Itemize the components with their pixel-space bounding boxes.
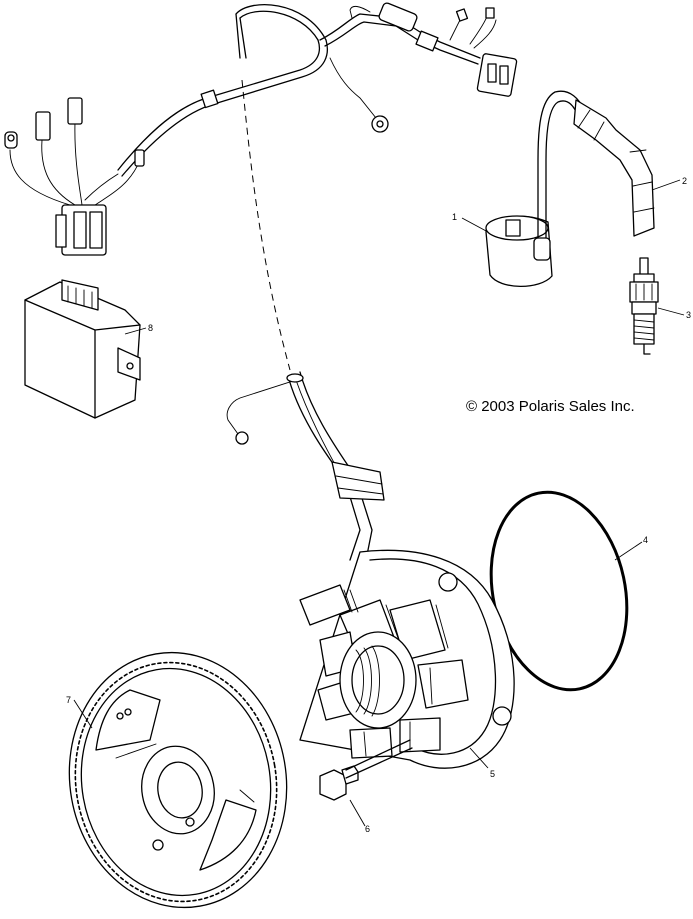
callout-5: 5 — [490, 769, 495, 779]
spark-plug — [629, 257, 659, 355]
stator-screw — [319, 739, 413, 801]
flywheel — [68, 651, 288, 909]
callout-4: 4 — [643, 535, 648, 545]
callout-8: 8 — [148, 323, 153, 333]
stator-assembly — [226, 371, 515, 769]
callout-1: 1 — [452, 212, 457, 222]
callout-2: 2 — [682, 176, 687, 186]
ignition-coil — [485, 90, 655, 287]
callout-6: 6 — [365, 824, 370, 834]
callout-7: 7 — [66, 695, 71, 705]
copyright-notice: © 2003 Polaris Sales Inc. — [466, 398, 635, 415]
routing-line — [241, 79, 291, 371]
callout-3: 3 — [686, 310, 691, 320]
cdi-box — [24, 279, 141, 419]
callout-leaders — [73, 179, 685, 827]
wiring-harness — [4, 2, 518, 256]
